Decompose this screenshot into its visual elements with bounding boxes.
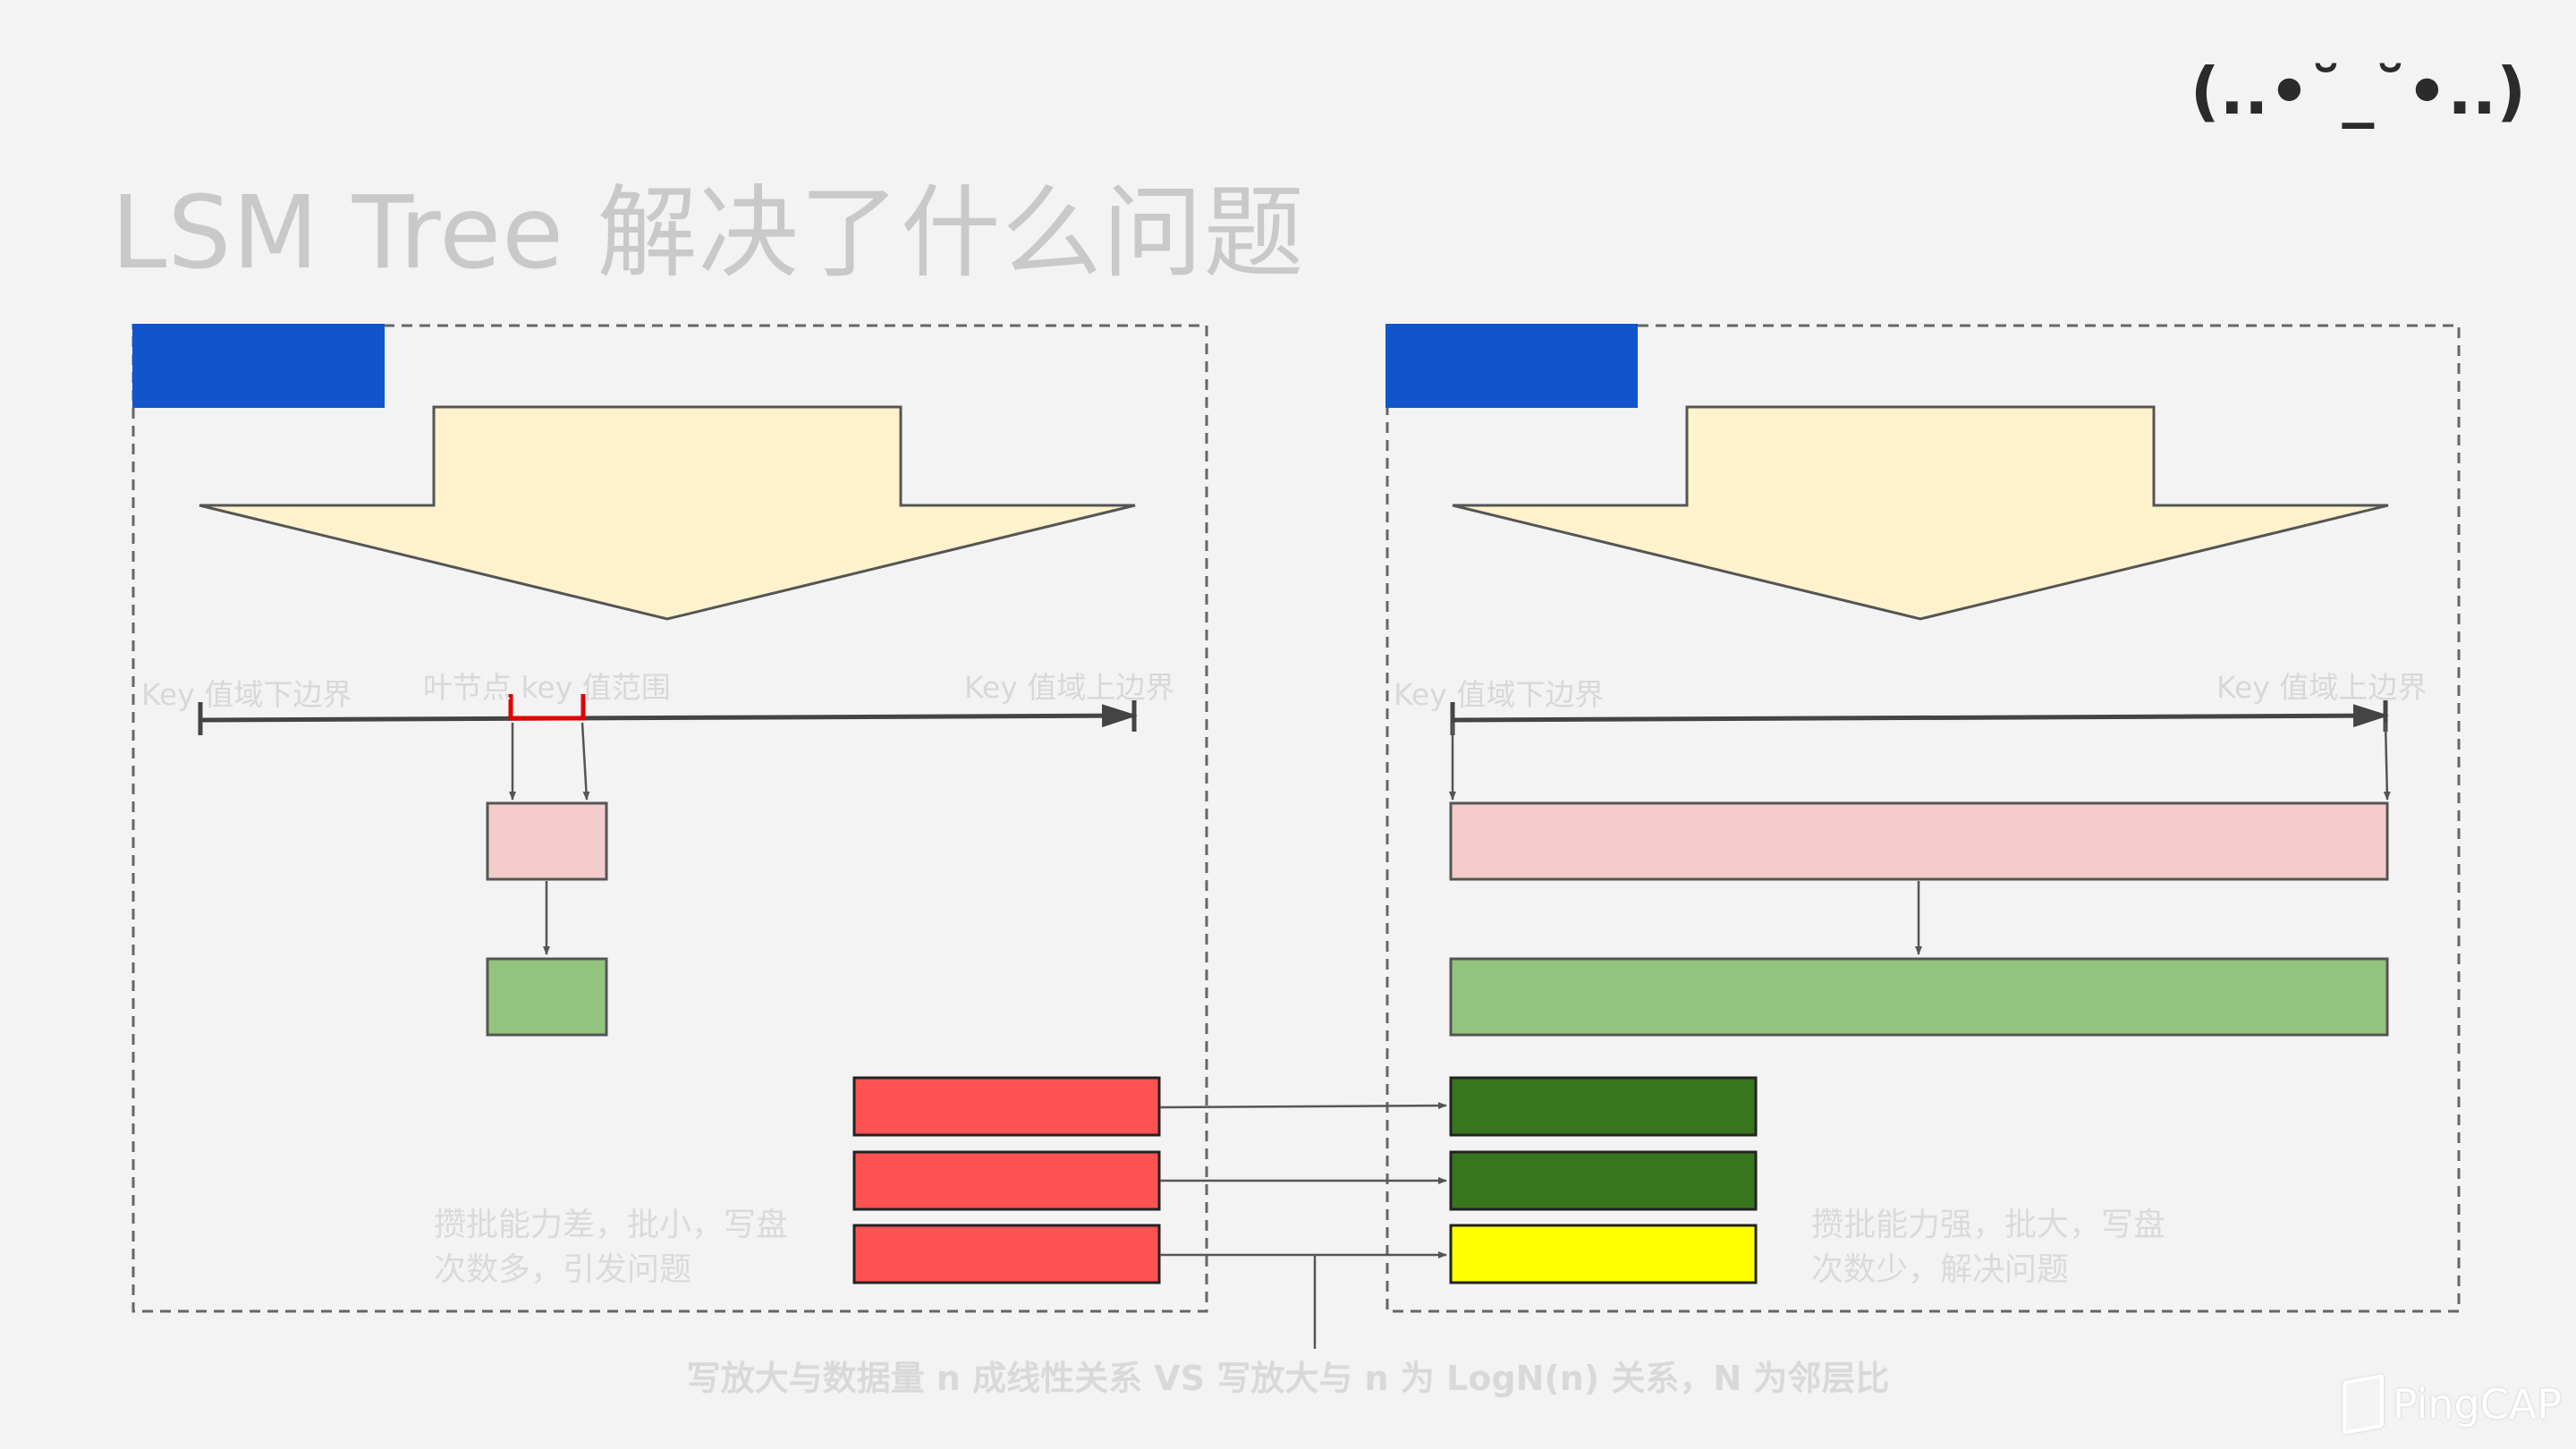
dark-green-block-2	[1449, 1150, 1758, 1211]
right-note: 攒批能力强，批大，写盘 次数少，解决问题	[1811, 1207, 2166, 1288]
pingcap-logo-icon	[2342, 1373, 2384, 1436]
right-green-block	[1449, 957, 2389, 1037]
left-range-arrow-b	[580, 722, 590, 801]
right-label-upper-bound: Key 值域上边界	[2216, 670, 2428, 705]
connector-1	[1159, 1102, 1447, 1110]
red-block-1	[852, 1076, 1161, 1137]
emoticon: (..•˘_˘•..)	[2190, 54, 2526, 129]
left-label-upper-bound: Key 值域上边界	[964, 670, 1175, 705]
right-down-arrow	[1452, 405, 2389, 621]
bottom-caption: 写放大与数据量 n 成线性关系 VS 写放大与 n 为 LogN(n) 关系，N…	[686, 1359, 1890, 1398]
left-down-arrow	[199, 405, 1136, 621]
left-green-block	[486, 957, 608, 1037]
dark-green-block-1	[1449, 1076, 1758, 1137]
left-leaf-range-bracket	[508, 694, 586, 721]
red-block-3	[852, 1224, 1161, 1284]
right-range-arrow-b	[2383, 722, 2391, 801]
left-panel-frame	[131, 324, 1208, 1313]
right-panel-header	[1385, 324, 1638, 408]
left-label-leaf-range: 叶节点 key 值范围	[423, 670, 671, 705]
left-pink-block	[486, 801, 608, 881]
pingcap-logo-text: PingCAP	[2392, 1380, 2562, 1428]
right-panel-frame	[1385, 324, 2461, 1313]
left-note: 攒批能力差，批小，写盘 次数多，引发问题	[434, 1207, 789, 1288]
pingcap-logo: PingCAP	[2342, 1373, 2562, 1436]
right-pink-block	[1449, 801, 2389, 881]
right-key-axis	[1452, 704, 2389, 728]
yellow-block	[1449, 1224, 1758, 1284]
left-key-axis	[199, 704, 1138, 728]
left-panel-header	[132, 324, 385, 408]
red-block-2	[852, 1150, 1161, 1211]
right-label-lower-bound: Key 值域下边界	[1394, 677, 1605, 712]
slide-title: LSM Tree 解决了什么问题	[111, 175, 1305, 292]
left-label-lower-bound: Key 值域下边界	[141, 677, 352, 712]
